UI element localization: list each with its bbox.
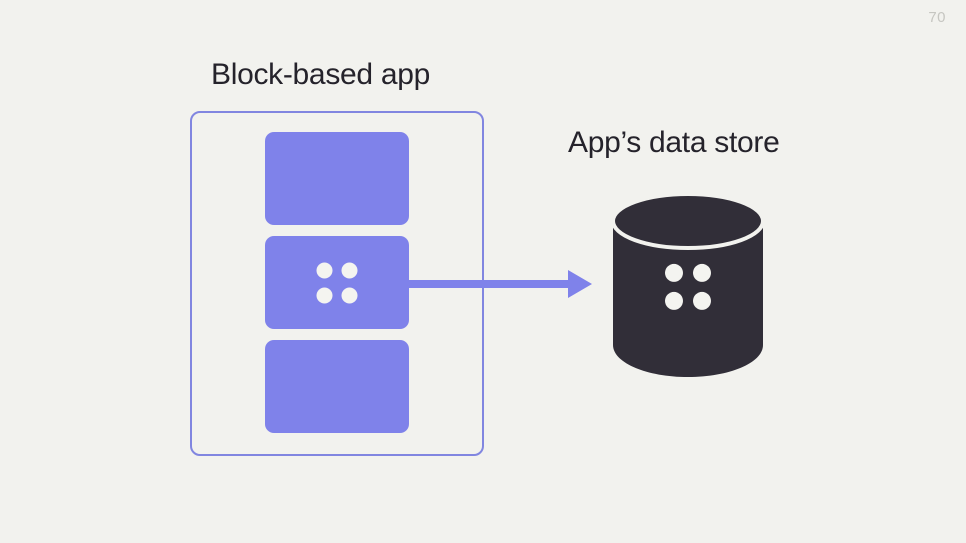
app-block-1[interactable] (265, 132, 409, 225)
data-store-dots-icon (665, 263, 711, 310)
app-block-2[interactable] (265, 236, 409, 329)
page-number: 70 (928, 9, 946, 26)
block-data-dots-icon (316, 262, 358, 303)
dot (341, 287, 358, 303)
flow-arrow-icon (408, 268, 594, 300)
app-data-store-title: App’s data store (568, 126, 780, 159)
dot (665, 291, 683, 310)
app-block-3[interactable] (265, 340, 409, 433)
dot (316, 287, 333, 303)
dot (316, 262, 333, 278)
data-store-cylinder-icon (611, 191, 765, 381)
dot (665, 263, 683, 282)
dot (341, 262, 358, 278)
dot (693, 263, 711, 282)
block-based-app-title: Block-based app (211, 58, 430, 91)
dot (693, 291, 711, 310)
